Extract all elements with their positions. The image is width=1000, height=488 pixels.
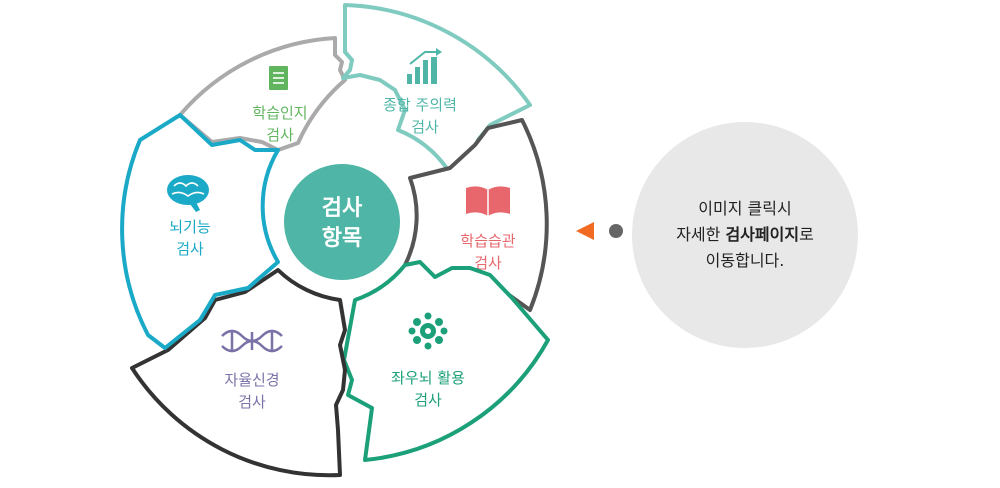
segment-learning-habit[interactable]: 학습습관 검사 [403, 118, 549, 312]
segment-autonomic-nerve-label-1: 자율신경 [224, 371, 279, 389]
center-label-1: 검사 [322, 196, 363, 221]
info-line-2-bold: 검사페이지 [725, 225, 800, 244]
segment-brain-utilization[interactable]: 좌우뇌 활용 검사 [342, 260, 550, 462]
segment-learning-habit-label-2: 검사 [474, 254, 502, 272]
pointer-indicator [576, 222, 623, 240]
segment-comprehensive-attention-label-1: 종합 주의력 [383, 96, 457, 114]
dna-icon [221, 329, 283, 353]
segment-learning-cognition-label-1: 학습인지 [252, 104, 307, 122]
info-bubble: 이미지 클릭시 자세한 검사페이지로 이동합니다. [632, 122, 858, 348]
segment-brain-function-label-2: 검사 [176, 240, 204, 258]
info-line-2-suffix: 로 [799, 225, 814, 244]
info-line-2-prefix: 자세한 [676, 225, 726, 244]
center-badge[interactable]: 검사 항목 [284, 164, 400, 280]
dot-icon [609, 224, 623, 238]
arrow-left-icon [576, 222, 594, 240]
info-line-1: 이미지 클릭시 [698, 199, 792, 218]
segment-brain-utilization-label-2: 검사 [414, 391, 442, 409]
segment-brain-function[interactable]: 뇌기능 검사 [120, 113, 280, 350]
brain-icon [167, 175, 209, 212]
neuron-icon [408, 312, 448, 350]
info-line-3: 이동합니다. [705, 251, 785, 270]
bar-chart-icon [407, 48, 442, 84]
document-icon [269, 66, 288, 90]
segment-autonomic-nerve[interactable]: 자율신경 검사 [130, 268, 347, 478]
book-icon [466, 186, 510, 216]
segment-brain-utilization-label-1: 좌우뇌 활용 [391, 369, 465, 387]
segment-comprehensive-attention-label-2: 검사 [411, 118, 439, 136]
segment-autonomic-nerve-label-2: 검사 [238, 393, 266, 411]
center-label-2: 항목 [322, 226, 362, 251]
segment-brain-function-label-1: 뇌기능 [169, 218, 211, 236]
info-line-2: 자세한 검사페이지로 [676, 222, 814, 248]
segment-learning-habit-label-1: 학습습관 [460, 232, 515, 250]
segment-learning-cognition[interactable]: 학습인지 검사 [178, 36, 347, 152]
segment-learning-cognition-label-2: 검사 [266, 126, 294, 144]
